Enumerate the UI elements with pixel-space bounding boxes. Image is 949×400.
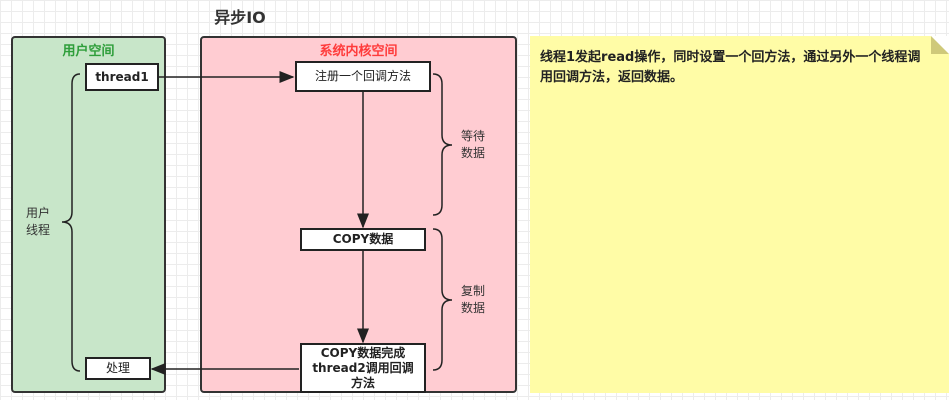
sticky-note: 线程1发起read操作，同时设置一个回方法，通过另外一个线程调用回调方法，返回数…: [530, 36, 949, 393]
thread1-box: thread1: [85, 63, 159, 91]
diagram-title: 异步IO: [214, 8, 266, 27]
note-fold-corner: [931, 36, 949, 54]
copy-done-box: COPY数据完成 thread2调用回调 方法: [300, 343, 426, 393]
copy-data-label: 复制 数据: [461, 284, 486, 315]
wait-data-label: 等待 数据: [461, 129, 486, 160]
user-thread-brace: [61, 73, 81, 372]
register-callback-box: 注册一个回调方法: [295, 61, 431, 92]
kernel-space-label: 系统内核空间: [319, 44, 398, 59]
copy-data-brace: [432, 228, 453, 371]
copy-data-box: COPY数据: [300, 228, 426, 251]
note-text: 线程1发起read操作，同时设置一个回方法，通过另外一个线程调用回调方法，返回数…: [540, 50, 921, 85]
user-space-zone: 用户空间: [11, 36, 166, 393]
user-space-label: 用户空间: [62, 44, 115, 59]
user-thread-label: 用户 线程: [26, 206, 51, 237]
wait-data-brace: [432, 73, 453, 216]
process-box: 处理: [85, 357, 151, 380]
